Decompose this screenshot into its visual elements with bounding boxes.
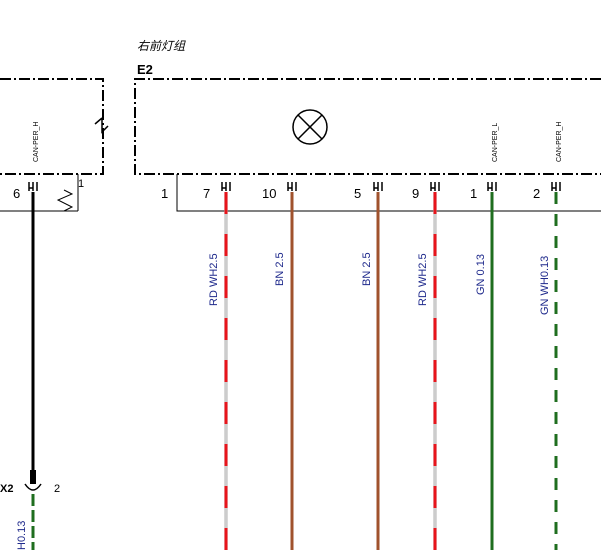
wire-label: RD WH2.5: [208, 253, 220, 306]
component-id: E2: [137, 62, 153, 77]
connector-x2-label: X2: [0, 483, 13, 495]
wire-label: GN WH0.13: [539, 256, 551, 315]
can-label-h: CAN-PER_H: [556, 122, 563, 162]
pin-label: 1: [470, 186, 477, 201]
component-e2-box: [134, 78, 601, 175]
wire-label: GN 0.13: [475, 254, 487, 295]
wire-label: BN 2.5: [274, 252, 286, 286]
pin-label: 9: [412, 186, 419, 201]
can-label-l: CAN-PER_L: [492, 123, 499, 162]
wire-labels: RD WH2.5 BN 2.5 BN 2.5 RD WH2.5 GN 0.13 …: [208, 252, 551, 315]
wires: [224, 192, 558, 550]
pin-label: 1: [161, 186, 168, 201]
pin-terminals: [221, 182, 561, 191]
pin-label: 2: [533, 186, 540, 201]
left-pin-6: 6: [13, 186, 20, 201]
wire-label: BN 2.5: [361, 252, 373, 286]
component-title: 右前灯组: [137, 39, 186, 53]
pin-label: 10: [262, 186, 276, 201]
pin-label: 5: [354, 186, 361, 201]
component-e2: 右前灯组 E2 CAN-PER_L CAN-PER_H: [134, 39, 601, 212]
left-small-pin: 1: [78, 178, 84, 190]
wire-label: RD WH2.5: [417, 253, 429, 306]
connector-x2-symbol: [24, 483, 42, 491]
left-wire-terminal: [30, 470, 36, 484]
left-wire-label: H0.13: [16, 521, 28, 550]
pin-numbers: 1 7 10 5 9 1 2: [161, 186, 540, 201]
connector-x2-pin: 2: [54, 483, 60, 495]
pin-label: 7: [203, 186, 210, 201]
left-can-label: CAN-PER_H: [33, 122, 40, 162]
left-component-box: 1 6 CAN-PER_H: [0, 78, 109, 212]
lamp-icon: [292, 109, 328, 145]
